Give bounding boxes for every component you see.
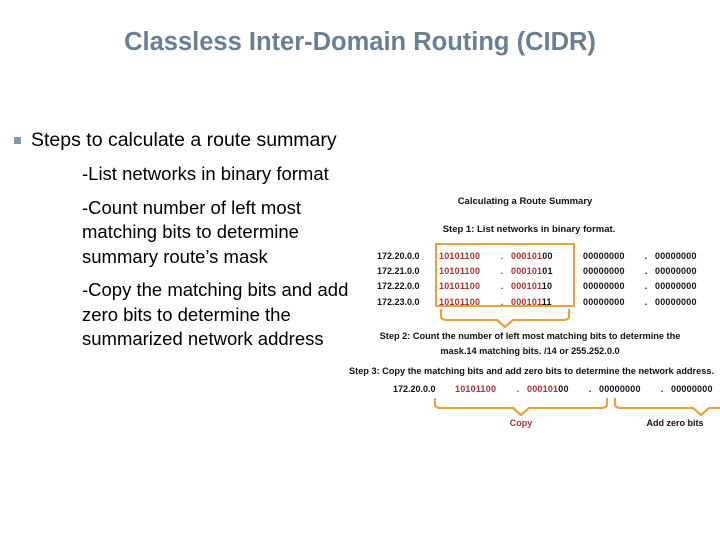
dot-separator: . <box>644 281 648 292</box>
row-octet4: 00000000 <box>655 266 697 277</box>
row-ip: 172.21.0.0 <box>377 266 420 277</box>
row-octet4: 00000000 <box>655 251 697 261</box>
binary-network-table: 172.20.0.0 10101100 . 00010100 . 0000000… <box>377 249 709 310</box>
diagram-step3-label: Step 3: Copy the matching bits and add z… <box>349 366 715 376</box>
row-octet1: 10101100 <box>439 296 481 307</box>
step2-line1: Step 2: Count the number of left most ma… <box>379 331 681 341</box>
row-octet2: 00010110 <box>511 279 565 294</box>
step2-line2: mask.14 matching bits. /14 or 255.252.0.… <box>440 346 620 356</box>
diagram-step2-label: Step 2: Count the number of left most ma… <box>355 329 705 359</box>
row-octet2-rest: 01 <box>542 266 553 277</box>
row-octet2: 00010101 <box>511 264 565 279</box>
row-octet3: 00000000 <box>583 281 625 292</box>
matching-bits-brace-icon <box>439 308 571 328</box>
diagram-title: Calculating a Route Summary <box>457 196 593 207</box>
dot-separator: . <box>516 384 520 394</box>
dot-separator: . <box>572 266 576 277</box>
table-row: 172.21.0.0 10101100 . 00010101 . 0000000… <box>377 264 709 279</box>
row-octet2: 00010111 <box>511 295 565 310</box>
row-octet2: 00010100 <box>511 249 565 264</box>
summary-octet2-rest: 00 <box>558 384 569 394</box>
summary-octet1: 10101100 <box>455 384 497 394</box>
route-summary-diagram: Calculating a Route Summary Step 1: List… <box>349 186 720 448</box>
bullet-level1: Steps to calculate a route summary <box>14 128 366 153</box>
row-octet2-rest: 10 <box>541 281 553 292</box>
row-octet2-rest: 11 <box>541 296 552 307</box>
summary-ip: 172.20.0.0 <box>393 384 436 394</box>
dot-separator: . <box>644 296 648 307</box>
row-octet4: 00000000 <box>655 281 697 292</box>
add-zero-bits-label: Add zero bits <box>646 418 704 428</box>
bullet-level2-1: -List networks in binary format <box>82 163 329 184</box>
copy-brace-icon <box>433 398 609 416</box>
body-content: Steps to calculate a route summary -List… <box>14 128 366 352</box>
dot-separator: . <box>644 251 648 261</box>
row-ip: 172.23.0.0 <box>377 296 420 307</box>
summary-octet2-match: 000101 <box>527 384 559 394</box>
summary-octet2: 00010100 <box>527 384 581 394</box>
row-ip: 172.20.0.0 <box>377 251 420 261</box>
bullet-level2-3: -Copy the matching bits and add zero bit… <box>82 279 349 349</box>
row-octet1: 10101100 <box>439 266 481 277</box>
copy-label: Copy <box>509 418 533 428</box>
summary-row: 172.20.0.0 10101100 . 00010100 . 0000000… <box>393 384 720 394</box>
bullet-level2-2: -Count number of left most matching bits… <box>82 196 302 267</box>
row-octet1: 10101100 <box>439 281 481 292</box>
summary-octet3: 00000000 <box>599 384 641 394</box>
add-zero-bits-brace-icon <box>613 398 720 416</box>
row-octet3: 00000000 <box>583 266 625 277</box>
page-title: Classless Inter-Domain Routing (CIDR) <box>124 28 596 56</box>
table-row: 172.20.0.0 10101100 . 00010100 . 0000000… <box>377 249 709 264</box>
diagram-step1-label: Step 1: List networks in binary format. <box>442 224 616 235</box>
dot-separator: . <box>588 384 592 394</box>
row-ip: 172.22.0.0 <box>377 281 420 292</box>
dot-separator: . <box>500 281 504 292</box>
row-octet3: 00000000 <box>583 251 625 261</box>
dot-separator: . <box>500 296 504 307</box>
row-octet2-rest: 00 <box>542 251 553 261</box>
dot-separator: . <box>572 251 576 261</box>
dot-separator: . <box>500 251 504 261</box>
table-row: 172.22.0.0 10101100 . 00010110 . 0000000… <box>377 279 709 294</box>
dot-separator: . <box>500 266 504 277</box>
row-octet1: 10101100 <box>439 251 481 261</box>
square-bullet-icon <box>14 137 21 144</box>
row-octet4: 00000000 <box>655 296 697 307</box>
row-octet3: 00000000 <box>583 296 625 307</box>
dot-separator: . <box>660 384 664 394</box>
dot-separator: . <box>572 281 576 292</box>
dot-separator: . <box>644 266 648 277</box>
row-octet2-match: 000101 <box>511 281 542 292</box>
bullet-level1-label: Steps to calculate a route summary <box>31 129 337 151</box>
row-octet2-match: 000101 <box>511 296 542 307</box>
row-octet2-match: 000101 <box>511 251 543 261</box>
summary-octet4: 00000000 <box>671 384 713 394</box>
row-octet2-match: 000101 <box>511 266 543 277</box>
